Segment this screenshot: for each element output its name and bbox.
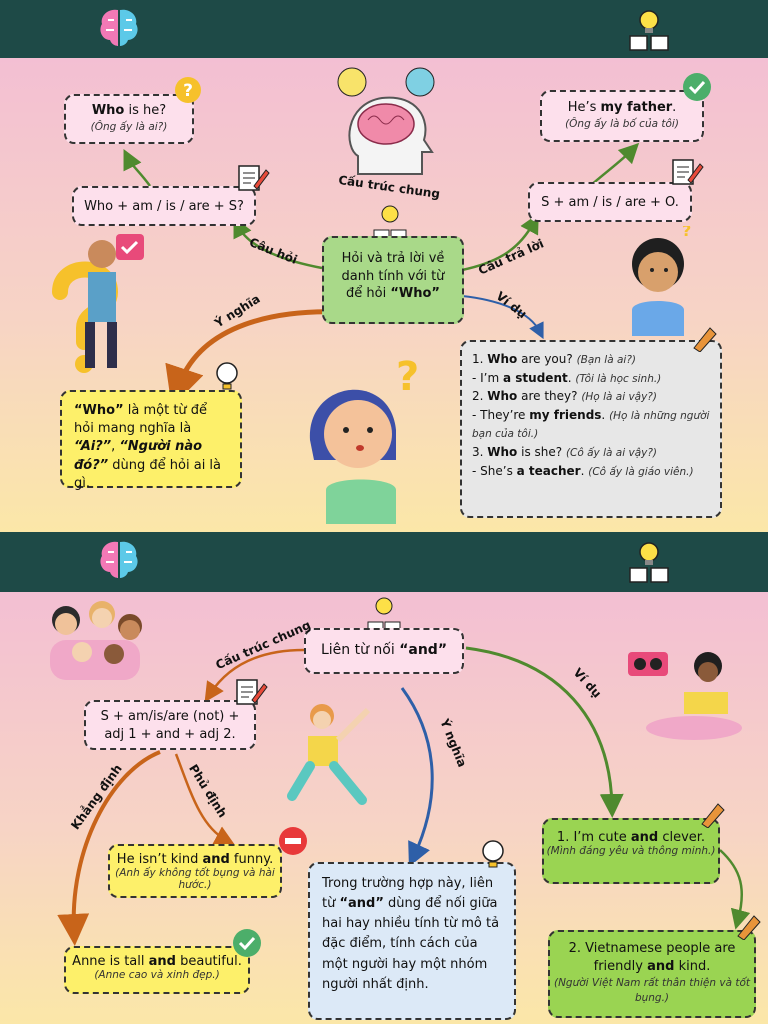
minus-badge-icon: [279, 827, 307, 855]
and-example2-box: 2. Vietnamese people are friendly and ki…: [548, 930, 756, 1018]
a-bold: my father: [600, 100, 673, 115]
lightbulb-icon-2: [482, 840, 504, 868]
a-post: .: [672, 100, 677, 115]
question-example-box: Who is he? (Ông ấy là ai?): [64, 94, 194, 144]
aff-bold: and: [148, 954, 176, 969]
mand-t2: dùng để nối giữa hai hay nhiều tính từ m…: [322, 896, 500, 992]
m-b1: “Who”: [74, 403, 124, 418]
and-struct-line2: adj 1 + and + adj 2.: [104, 726, 236, 742]
m-b2: “Ai?”: [74, 439, 112, 455]
examples-who-box: 1. Who are you? (Bạn là ai?) - I’m a stu…: [460, 340, 722, 518]
pencil-icon-2: [701, 803, 725, 828]
mand-b1: “and”: [339, 896, 384, 912]
q-bold: Who: [91, 103, 125, 118]
ex2-post: kind.: [674, 959, 711, 975]
aff-pre: Anne is tall: [72, 954, 149, 969]
ex1-bold: and: [630, 830, 659, 845]
m-t3: dùng để hỏi ai là gì.: [74, 457, 222, 491]
example-row: - She’s a teacher. (Cô ấy là giáo viên.): [472, 463, 694, 478]
group-friends-icon: [50, 601, 142, 680]
center-line1: Hỏi và trả lời về: [341, 251, 445, 266]
m-t2: ,: [111, 439, 120, 455]
m-b3: “Người nào đó?”: [74, 439, 203, 473]
negative-example-box: He isn’t kind and funny. (Anh ấy không t…: [108, 844, 282, 898]
question-badge-icon: ?: [175, 77, 201, 103]
neg-bold: and: [202, 852, 230, 867]
q-translation: (Ông ấy là ai?): [90, 120, 168, 133]
svg-text:?: ?: [183, 81, 193, 101]
aff-post: beautiful.: [175, 954, 242, 969]
notepad-pencil-icon: [238, 165, 270, 191]
notepad-pencil-icon-2: [672, 159, 704, 185]
answer-example-box: He’s my father. (Ông ấy là bố của tôi): [540, 90, 704, 142]
center-line2: danh tính với từ: [341, 268, 445, 284]
neg-translation: (Anh ấy không tốt bụng và hài hước.): [115, 867, 275, 891]
neg-pre: He isn’t kind: [116, 852, 203, 867]
example-row: 2. Who are they? (Họ là ai vậy?): [472, 389, 657, 404]
aff-translation: (Anne cao và xinh đẹp.): [94, 969, 220, 981]
a-translation: (Ông ấy là bố của tôi): [565, 117, 679, 130]
ex1-pre: 1. I’m cute: [556, 830, 631, 845]
a-structure-text: S + am / is / are + O.: [541, 195, 679, 210]
question-structure-box: Who + am / is / are + S?: [72, 186, 256, 226]
ex1-post: clever.: [658, 830, 706, 845]
example-row: - I’m a student. (Tôi là học sinh.): [472, 370, 662, 385]
q-structure-text: Who + am / is / are + S?: [84, 199, 244, 214]
svg-text:?: ?: [682, 226, 691, 240]
and-structure-box: S + am/is/are (not) + adj 1 + and + adj …: [84, 700, 256, 750]
pencil-icon: [693, 327, 717, 352]
ex2-translation: (Người Việt Nam rất thân thiện và tốt bụ…: [553, 977, 750, 1005]
affirmative-example-box: Anne is tall and beautiful. (Anne cao và…: [64, 946, 250, 994]
dancing-girl-icon: [287, 704, 371, 805]
center-and-bold: “and”: [399, 642, 448, 658]
center-and-pre: Liên từ nối: [320, 642, 400, 658]
center-line3a: để hỏi: [346, 286, 391, 302]
m-t1: là một từ để hỏi mang nghĩa là: [74, 403, 208, 437]
meaning-who-box: “Who” là một từ để hỏi mang nghĩa là “Ai…: [60, 390, 242, 491]
pencil-icon-3: [737, 915, 761, 940]
brain-icon: [100, 9, 138, 47]
ex2-bold: and: [647, 959, 675, 975]
notepad-pencil-icon-3: [236, 679, 268, 705]
example-row: 3. Who is she? (Cô ấy là ai vậy?): [472, 444, 658, 459]
neg-post: funny.: [229, 852, 274, 867]
brain-head-icon: [337, 67, 435, 175]
q-rest: is he?: [124, 103, 167, 118]
and-struct-line1: S + am/is/are (not) +: [100, 709, 240, 724]
lightbulb-book-icon: [629, 10, 669, 51]
center-line3b: “Who”: [390, 286, 440, 302]
thinking-boy-icon: ?: [632, 226, 691, 336]
thinking-girl-icon: ?: [309, 354, 419, 524]
ex1-translation: (Mình đáng yêu và thông minh.): [546, 845, 716, 857]
check-badge-icon-2: [233, 929, 261, 957]
example-row: - They’re my friends. (Họ là những người…: [472, 407, 710, 441]
a-pre: He’s: [567, 100, 601, 115]
ex2-pre: 2. Vietnamese people are friendly: [568, 941, 736, 975]
meaning-and-box: Trong trường hợp này, liên từ “and” dùng…: [308, 862, 516, 1020]
example-row: 1. Who are you? (Bạn là ai?): [472, 352, 637, 366]
svg-text:?: ?: [396, 354, 419, 400]
check-badge-icon: [683, 73, 711, 101]
music-girl-icon: [628, 652, 742, 740]
center-and-box: Liên từ nối “and”: [304, 628, 464, 674]
thinking-boy-question-icon: [52, 234, 144, 373]
lightbulb-icon: [216, 362, 238, 390]
brain-icon-2: [100, 541, 138, 578]
lightbulb-book-icon-2: [629, 542, 669, 583]
center-who-box: Hỏi và trả lời về danh tính với từ để hỏ…: [322, 236, 464, 324]
mand-t1: Trong trường hợp này, liên từ: [322, 876, 494, 912]
and-example1-box: 1. I’m cute and clever. (Mình đáng yêu v…: [542, 818, 720, 884]
answer-structure-box: S + am / is / are + O.: [528, 182, 692, 222]
